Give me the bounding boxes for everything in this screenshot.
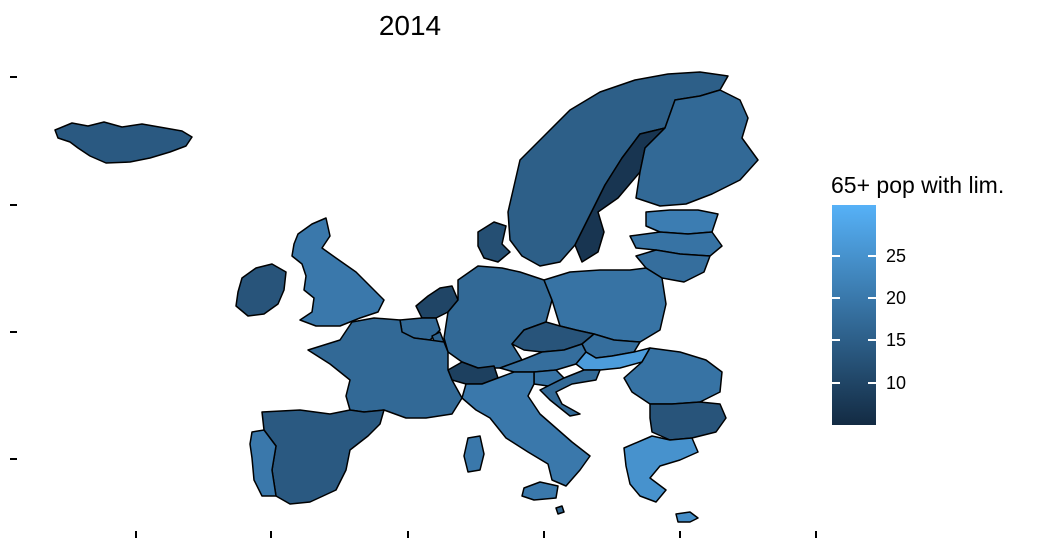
- region-sweden: [574, 127, 666, 263]
- region-portugal: [249, 429, 277, 497]
- x-axis-tick: [270, 531, 272, 538]
- legend-tick-label: 15: [886, 330, 907, 351]
- legend-color-bar: [832, 205, 876, 425]
- legend-tick-mark: [832, 297, 840, 300]
- region-denmark: [477, 221, 511, 263]
- legend-tick-mark: [868, 339, 876, 342]
- legend-tick-mark: [868, 254, 876, 257]
- legend-tick-label: 10: [886, 372, 907, 393]
- x-axis-tick: [815, 531, 817, 538]
- legend-tick-mark: [832, 339, 840, 342]
- region-cyprus: [675, 511, 699, 523]
- y-axis-tick: [10, 76, 17, 78]
- legend-tick-label: 25: [886, 245, 907, 266]
- region-greece: [623, 435, 699, 503]
- legend-tick-mark: [832, 254, 840, 257]
- y-axis-tick: [10, 458, 17, 460]
- y-axis-tick: [10, 331, 17, 333]
- region-malta: [555, 505, 565, 515]
- region-france: [307, 317, 463, 419]
- region-latvia: [629, 231, 723, 257]
- region-italy-sardinia: [463, 435, 485, 473]
- region-estonia: [645, 209, 719, 235]
- region-ireland: [235, 263, 287, 317]
- y-axis-tick: [10, 204, 17, 206]
- region-croatia: [539, 369, 601, 417]
- region-germany: [443, 265, 553, 369]
- map-title: 2014: [378, 10, 442, 41]
- x-axis-tick: [679, 531, 681, 538]
- region-united-kingdom: [291, 217, 385, 327]
- region-iceland: [54, 121, 193, 164]
- x-axis-tick: [543, 531, 545, 538]
- legend-title: 65+ pop with lim.: [831, 172, 1005, 198]
- legend-tick-mark: [868, 297, 876, 300]
- legend-tick-label: 20: [886, 288, 907, 309]
- region-italy-sicily: [521, 481, 559, 501]
- x-axis-tick: [407, 531, 409, 538]
- x-axis-tick: [135, 531, 137, 538]
- region-finland: [635, 89, 759, 207]
- legend-tick-mark: [868, 381, 876, 384]
- region-italy: [461, 371, 591, 487]
- region-spain: [261, 409, 385, 505]
- legend-tick-mark: [832, 381, 840, 384]
- region-bulgaria: [649, 401, 727, 441]
